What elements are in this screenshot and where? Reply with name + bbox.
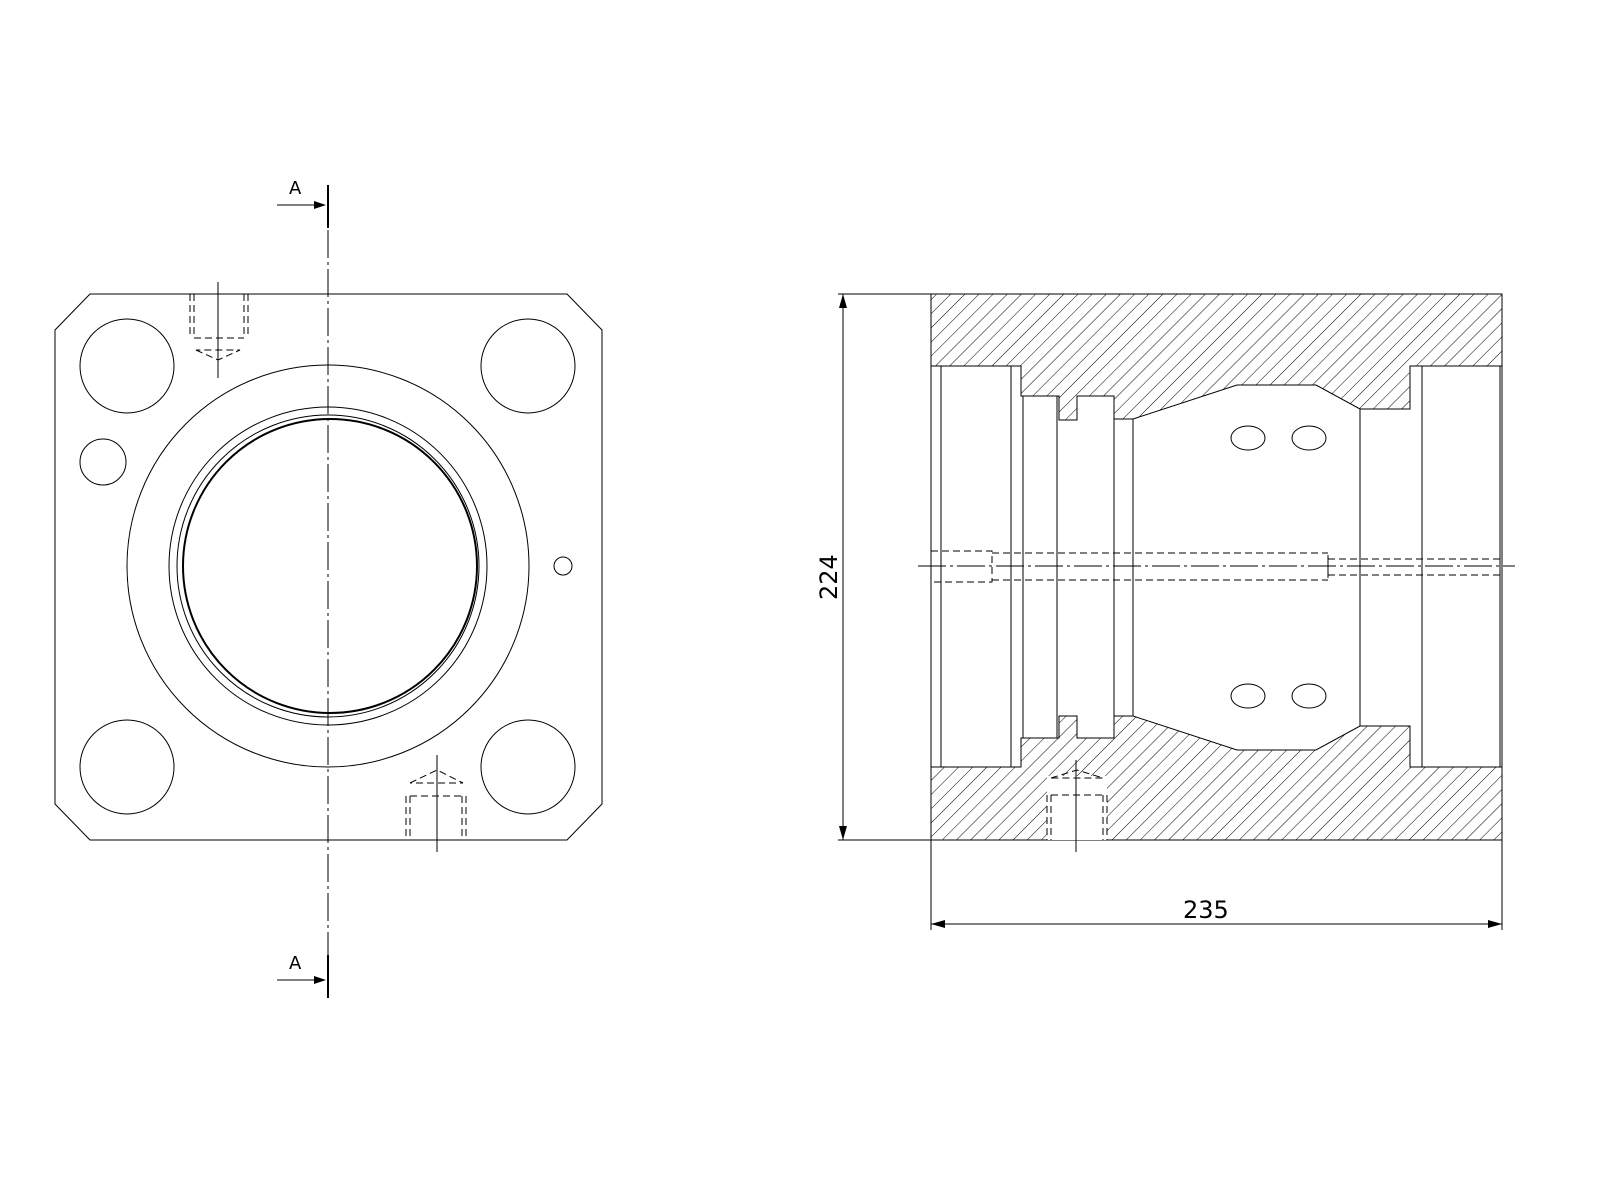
bolt-hole-top-left xyxy=(79,318,175,414)
dimension-width: 235 xyxy=(930,840,1503,930)
dimension-height: 224 xyxy=(815,293,931,841)
section-label-top: A xyxy=(289,178,302,199)
hidden-radial-hole xyxy=(1046,760,1108,852)
dimension-width-value: 235 xyxy=(1183,896,1229,924)
small-hole xyxy=(553,556,573,576)
section-view: 224 235 xyxy=(815,293,1515,930)
flange-outline xyxy=(54,293,603,841)
bolt-hole-top-right xyxy=(480,318,576,414)
bolt-hole-bottom-left xyxy=(79,719,175,815)
front-view: A A xyxy=(54,178,603,998)
threaded-hole-top xyxy=(189,282,249,378)
port-oval xyxy=(1291,425,1327,451)
port-oval xyxy=(1230,425,1266,451)
bore-circle xyxy=(182,418,478,714)
section-label-bottom: A xyxy=(289,953,302,974)
port-oval xyxy=(1291,683,1327,709)
bolt-hole-bottom-right xyxy=(480,719,576,815)
section-marker-bottom: A xyxy=(277,953,329,998)
pin-hole xyxy=(79,438,127,486)
section-marker-top: A xyxy=(277,178,329,228)
port-oval xyxy=(1230,683,1266,709)
threaded-hole-bottom xyxy=(405,755,467,852)
dimension-height-value: 224 xyxy=(815,554,843,600)
